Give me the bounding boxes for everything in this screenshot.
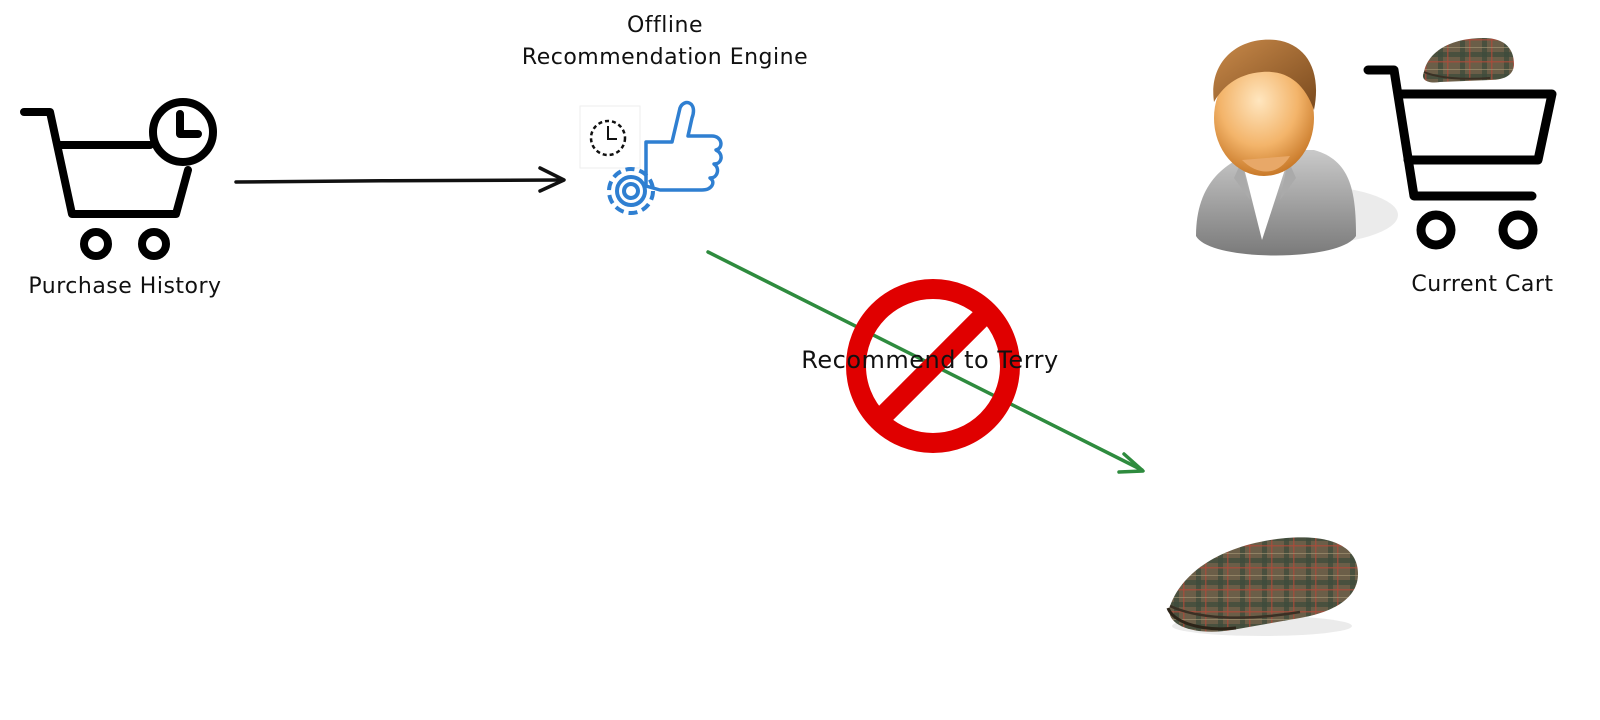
recommend-edge-label: Recommend to Terry: [801, 346, 1059, 374]
prohibited-icon: [846, 279, 1020, 453]
shopping-cart-icon: [1363, 65, 1557, 250]
user-avatar-icon: [1196, 39, 1398, 256]
engine-title-line1: Offline: [626, 13, 703, 38]
engine-title: Offline Recommendation Engine: [480, 10, 850, 74]
clock-gear-thumbs-up-icon: [579, 100, 723, 215]
cart-with-clock-icon: [20, 98, 217, 260]
purchase-history-label: Purchase History: [28, 274, 222, 299]
engine-title-line2: Recommendation Engine: [521, 45, 809, 70]
flow-arrow: [234, 166, 566, 193]
flat-cap-icon: [1166, 537, 1358, 636]
current-cart-label: Current Cart: [1411, 272, 1554, 297]
flat-cap-small-icon: [1422, 38, 1514, 83]
